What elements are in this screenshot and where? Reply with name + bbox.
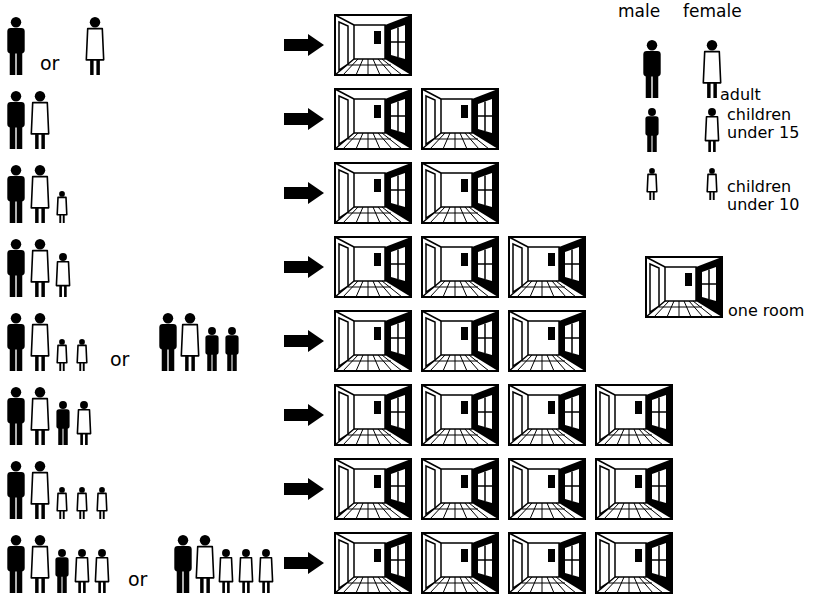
arrow-symbol (284, 330, 324, 352)
or-label: or (128, 570, 147, 589)
person-figure (95, 549, 108, 593)
person-figure (7, 165, 24, 223)
arrow-symbol (284, 552, 324, 574)
legend-text: children under 10 (727, 178, 817, 215)
person-figure (31, 313, 48, 371)
person-figure (705, 108, 718, 152)
person-figure (31, 535, 48, 593)
room-icon (596, 533, 672, 593)
person-figure (57, 339, 67, 371)
person-figure (7, 387, 24, 445)
room-icon (422, 311, 498, 371)
person-figure (205, 327, 218, 371)
person-figure (56, 401, 69, 445)
person-figure (7, 239, 24, 297)
person-figure (219, 549, 232, 593)
room-icon (335, 385, 411, 445)
legend-text: adult (720, 86, 820, 104)
person-figure (86, 17, 103, 75)
person-figure (7, 535, 24, 593)
room-icon (596, 385, 672, 445)
room-icon (422, 89, 498, 149)
room-icon (509, 237, 585, 297)
person-figure (643, 40, 660, 98)
person-figure (181, 313, 198, 371)
room-icon (335, 533, 411, 593)
person-figure (7, 313, 24, 371)
arrow-symbol (284, 256, 324, 278)
room-icon (509, 459, 585, 519)
room-icon (335, 89, 411, 149)
legend-text: one room (728, 302, 828, 320)
column-heading: male (618, 3, 660, 20)
person-figure (31, 239, 48, 297)
person-figure (31, 91, 48, 149)
person-figure (77, 487, 87, 519)
arrow-symbol (284, 182, 324, 204)
column-heading: female (683, 3, 742, 20)
person-figure (7, 461, 24, 519)
person-figure (31, 387, 48, 445)
person-figure (77, 339, 87, 371)
person-figure (239, 549, 252, 593)
person-figure (57, 191, 67, 223)
person-figure (31, 165, 48, 223)
arrow-symbol (284, 478, 324, 500)
person-figure (77, 401, 90, 445)
room-icon (509, 385, 585, 445)
arrow-symbol (284, 34, 324, 56)
person-figure (196, 535, 213, 593)
person-figure (97, 487, 107, 519)
room-icon (422, 459, 498, 519)
person-figure (647, 168, 657, 200)
person-figure (7, 17, 24, 75)
person-figure (707, 168, 717, 200)
person-figure (645, 108, 658, 152)
room-icon (596, 459, 672, 519)
person-figure (75, 549, 88, 593)
person-figure (7, 91, 24, 149)
room-icon (646, 257, 722, 317)
person-figure (174, 535, 191, 593)
room-icon (335, 311, 411, 371)
room-icon (509, 533, 585, 593)
room-icon (422, 237, 498, 297)
person-figure (57, 487, 67, 519)
person-figure (31, 461, 48, 519)
arrow-symbol (284, 108, 324, 130)
or-label: or (110, 350, 129, 369)
room-icon (335, 459, 411, 519)
room-icon (509, 311, 585, 371)
person-figure (56, 253, 69, 297)
person-figure (703, 40, 720, 98)
arrow-symbol (284, 404, 324, 426)
room-icon (422, 163, 498, 223)
legend-text: children under 15 (727, 106, 817, 143)
room-icon (422, 533, 498, 593)
person-figure (55, 549, 68, 593)
room-icon (422, 385, 498, 445)
or-label: or (40, 54, 59, 73)
room-icon (335, 15, 411, 75)
room-icon (335, 237, 411, 297)
room-icon (335, 163, 411, 223)
person-figure (159, 313, 176, 371)
person-figure (259, 549, 272, 593)
person-figure (225, 327, 238, 371)
